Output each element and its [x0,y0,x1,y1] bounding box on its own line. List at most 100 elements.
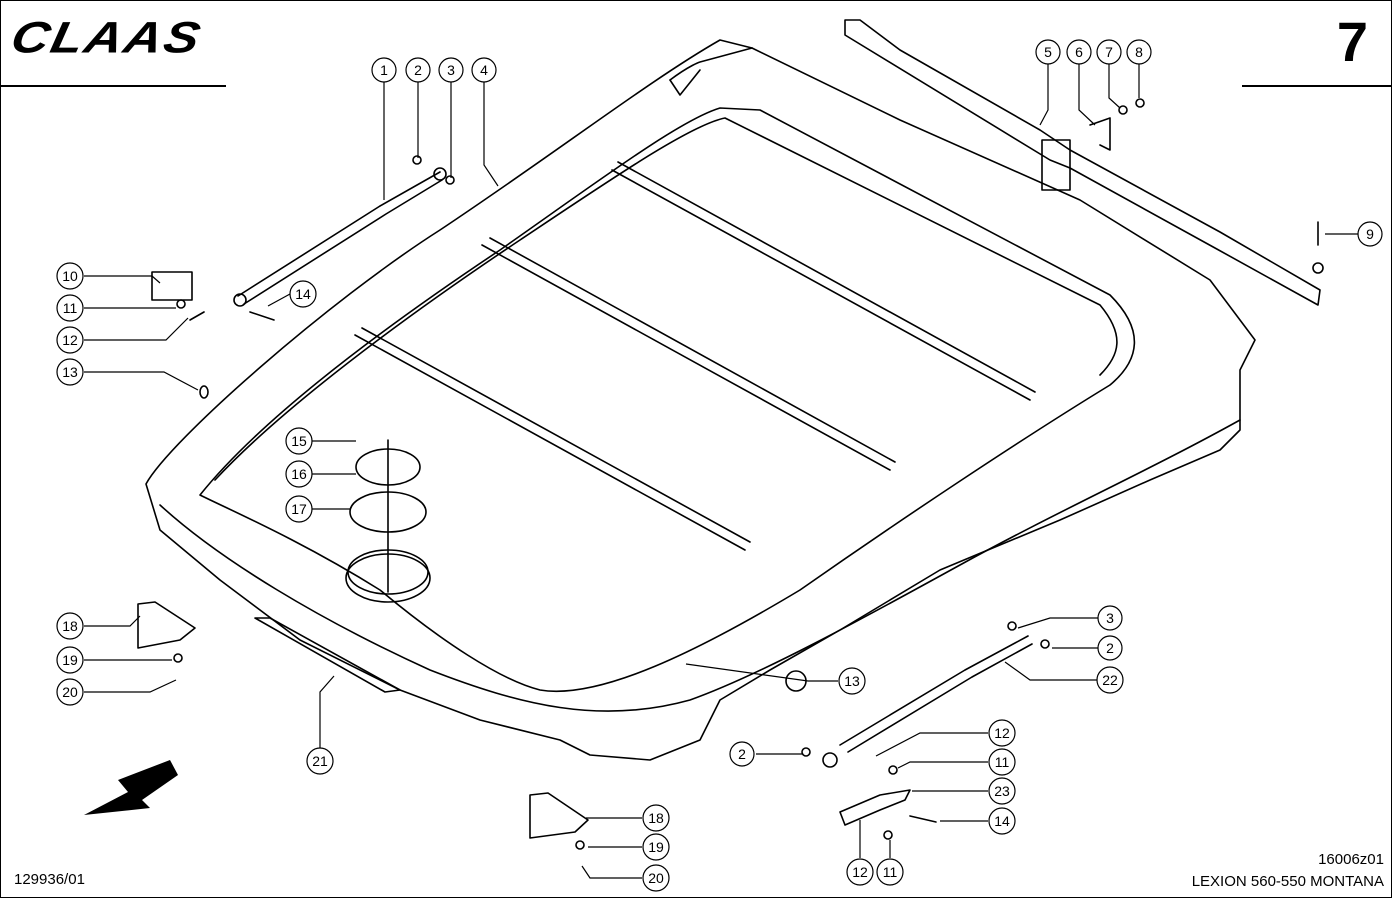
rib-3 [354,334,746,551]
nut-2-right [1040,639,1050,649]
callout-10: 10 [56,262,84,290]
nut-8 [1135,98,1145,108]
callout-14b: 14 [988,807,1016,835]
leader-12b [875,732,988,757]
svg-text:19: 19 [62,652,78,668]
washer-19-left [173,653,183,663]
rib-2b [489,237,896,463]
callout-11b: 11 [988,748,1016,776]
gas-strut-right [839,635,1033,753]
washer-11-low [888,765,898,775]
hinge-18-bottom [529,792,589,839]
svg-text:12: 12 [62,332,78,348]
rib-1b [617,161,1036,393]
callout-18: 18 [56,612,84,640]
callout-1: 1 [371,57,397,83]
leader-13b [685,663,838,682]
bracket-23 [839,789,911,826]
callout-19b: 19 [642,833,670,861]
drawing-number: 129936/01 [14,871,85,888]
callout-20b: 20 [642,864,670,892]
callout-16: 16 [285,460,313,488]
leader-4 [483,82,499,187]
svg-text:19: 19 [648,839,664,855]
callout-23: 23 [988,777,1016,805]
strut-left-eye [433,167,447,181]
callout-13: 13 [56,358,84,386]
callout-14: 14 [289,280,317,308]
callout-13b: 13 [838,667,866,695]
nut-7 [1118,105,1128,115]
washer-11-bottom [883,830,893,840]
bolt-12 [189,311,205,321]
leader-20b [581,865,642,879]
svg-text:2: 2 [1106,640,1114,656]
leader-20 [84,679,177,693]
svg-text:7: 7 [1105,44,1113,60]
nut-9 [1312,262,1324,274]
callout-12b: 12 [988,719,1016,747]
svg-text:6: 6 [1075,44,1083,60]
svg-text:13: 13 [844,673,860,689]
callout-2c: 2 [729,741,755,767]
figure-code: 16006z01 [1318,851,1384,868]
svg-text:14: 14 [994,813,1010,829]
gas-strut-left [237,171,443,305]
hood-left-corner [669,69,701,96]
leader-13 [84,371,199,391]
callout-19: 19 [56,646,84,674]
washer-19-bottom [575,840,585,850]
nut-2-low [801,747,811,757]
nut-3-top [445,175,455,185]
rib-2 [481,244,891,471]
brace-bracket [1041,139,1071,191]
bracket-10 [151,271,193,301]
inner-panel-inner [214,117,1118,481]
callout-11c: 11 [876,858,904,886]
bolt-14-left [249,311,275,321]
strut-right-eye [822,752,838,768]
svg-text:16: 16 [291,466,307,482]
svg-text:11: 11 [63,300,78,316]
svg-text:17: 17 [291,501,307,517]
rib-3b [361,327,751,543]
leader-18 [84,615,141,627]
svg-text:22: 22 [1102,672,1118,688]
hood-top-edge [669,47,753,81]
svg-text:3: 3 [447,62,455,78]
inner-panel [199,107,1136,692]
svg-text:10: 10 [62,268,78,284]
washer-11 [176,299,186,309]
hinge-18-left [137,601,196,649]
callout-20: 20 [56,678,84,706]
grommet-13-right [785,670,807,692]
callout-3b: 3 [1097,605,1123,631]
leader-12 [84,317,189,341]
svg-text:18: 18 [648,810,664,826]
callout-12: 12 [56,326,84,354]
callout-5: 5 [1035,39,1061,65]
svg-text:12: 12 [994,725,1010,741]
svg-text:11: 11 [883,864,898,880]
leader-3b [1017,617,1098,629]
bracket-6 [1089,117,1111,151]
leader-21 [319,675,335,748]
leader-7 [1108,64,1121,109]
nut-3-right [1007,621,1017,631]
leader-10 [84,275,161,284]
leader-22 [1004,661,1098,681]
svg-text:20: 20 [648,870,664,886]
leader-6 [1078,64,1096,126]
svg-text:9: 9 [1366,226,1374,242]
callout-2: 2 [405,57,431,83]
callout-3: 3 [438,57,464,83]
callout-2b: 2 [1097,635,1123,661]
svg-text:21: 21 [312,753,328,769]
leader-14 [267,293,291,307]
leader-11b [897,761,988,769]
svg-text:13: 13 [62,364,78,380]
front-direction-arrow-icon [84,760,178,815]
callout-15: 15 [285,427,313,455]
svg-text:15: 15 [291,433,307,449]
